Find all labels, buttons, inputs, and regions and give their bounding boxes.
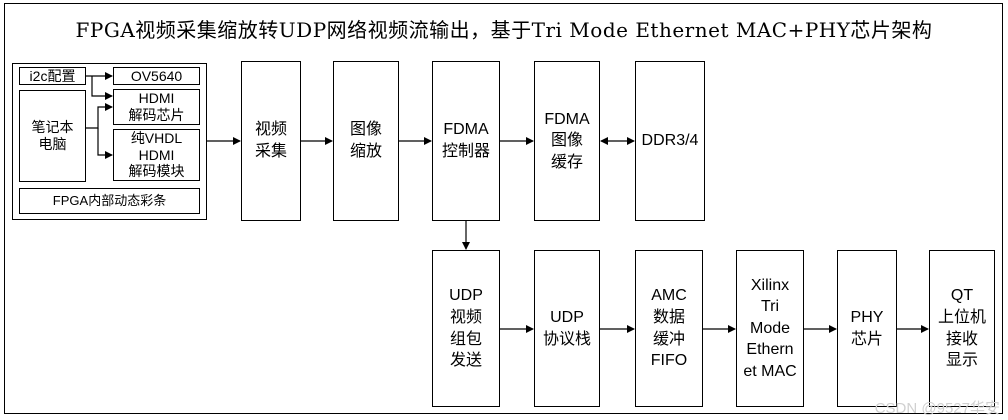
amc-fifo-box: AMC 数据 缓冲 FIFO bbox=[635, 250, 703, 407]
vhdl-hdmi-decoder-box: 纯VHDL HDMI 解码模块 bbox=[113, 129, 200, 181]
image-scaling-box: 图像 缩放 bbox=[333, 61, 399, 221]
arrow-laptop-vhdl bbox=[97, 128, 113, 159]
fpga-color-bar-box: FPGA内部动态彩条 bbox=[19, 188, 200, 214]
ov5640-box: OV5640 bbox=[113, 67, 200, 85]
qt-host-box: QT 上位机 接收 显示 bbox=[929, 250, 995, 407]
hdmi-decoder-chip-box: HDMI 解码芯片 bbox=[113, 89, 200, 125]
watermark: CSDN @9527华安 bbox=[874, 400, 1000, 417]
ddr-box: DDR3/4 bbox=[635, 61, 705, 221]
diagram-frame bbox=[4, 3, 1003, 414]
udp-packet-send-box: UDP 视频 组包 发送 bbox=[432, 250, 500, 407]
udp-stack-box: UDP 协议栈 bbox=[534, 250, 600, 407]
fdma-controller-box: FDMA 控制器 bbox=[432, 61, 500, 221]
video-capture-box: 视频 采集 bbox=[241, 61, 301, 221]
phy-chip-box: PHY 芯片 bbox=[837, 250, 897, 407]
diagram-title: FPGA视频采集缩放转UDP网络视频流输出，基于Tri Mode Etherne… bbox=[75, 18, 933, 42]
arrow-laptop-hdmi-chip bbox=[86, 103, 113, 129]
laptop-box: 笔记本 电脑 bbox=[19, 90, 86, 182]
fdma-buffer-box: FDMA 图像 缓存 bbox=[534, 61, 600, 221]
xilinx-mac-box: Xilinx Tri Mode Ethern et MAC bbox=[736, 250, 804, 407]
arrow-i2c-hdmi-chip bbox=[91, 76, 113, 100]
i2c-config-box: i2c配置 bbox=[19, 67, 86, 85]
